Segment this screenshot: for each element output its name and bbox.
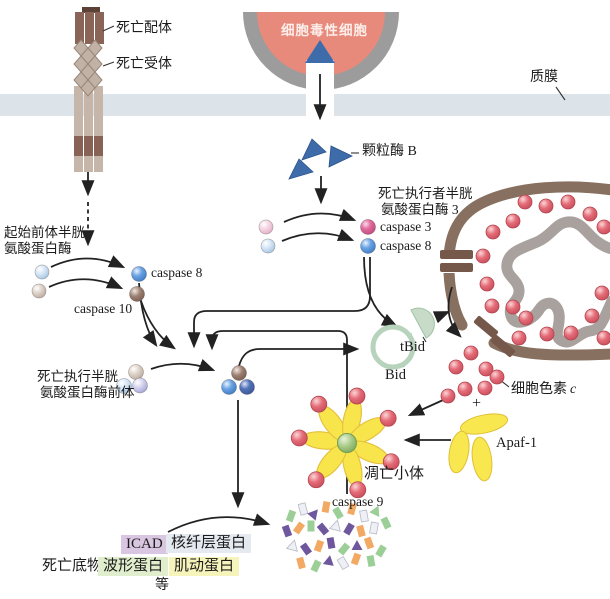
effector-procaspase-label-line2: 氨酸蛋白酶前体 — [40, 385, 135, 400]
caspase-spheres — [31, 219, 376, 395]
arrow-to-caspase3 — [283, 208, 357, 223]
tbid-label: tBid — [400, 339, 425, 355]
death-receptor-complex — [73, 7, 104, 172]
plus-sign: + — [472, 395, 482, 412]
plasma-membrane-label: 质膜 — [530, 70, 558, 85]
apaf1-label: Apaf-1 — [496, 435, 538, 451]
cytotoxic-cell-label: 细胞毒性细胞 — [281, 23, 368, 38]
apaf1-shape — [448, 413, 509, 482]
caspase9-label: caspase 9 — [332, 494, 384, 509]
effector-procaspase-label-line1: 死亡执行半胱 — [37, 369, 118, 384]
arrow-caspase8-to-tbid — [363, 256, 399, 328]
caspase8-label: caspase 8 — [151, 265, 203, 280]
arrow-to-caspase8 — [50, 255, 126, 269]
granzyme-b-label: 颗粒酶 B — [362, 144, 417, 159]
cytochrome-c-dots — [440, 194, 610, 404]
tbid-wedge — [410, 307, 435, 339]
membrane-channel-bottom — [473, 316, 516, 357]
vimentin-substrate: 波形蛋白 — [98, 557, 169, 576]
arrow-to-caspase8-granzyme — [281, 228, 355, 242]
death-ligand-label: 死亡配体 — [116, 21, 172, 36]
icad-substrate: ICAD — [121, 535, 168, 554]
arrow-caspase3-to-cluster — [187, 257, 371, 349]
caspase10-label: caspase 10 — [74, 301, 133, 316]
caspase8-granzyme-label: caspase 8 — [380, 238, 432, 253]
initiator-procaspase-label-line2: 氨酸蛋白酶 — [4, 241, 72, 256]
etc-label: 等 — [155, 578, 169, 593]
arrow-tbid-to-membrane — [432, 311, 451, 324]
arrow-substrates-to-fragments — [167, 513, 271, 533]
effector-caspase3-label-line2: 氨酸蛋白酶 3 — [381, 202, 459, 217]
granzyme-b-triangles — [288, 138, 353, 180]
arrow-caspase10-to-cluster — [140, 300, 176, 350]
caspase3-label: caspase 3 — [380, 219, 432, 234]
nuclear-lamin-substrate: 核纤层蛋白 — [166, 534, 252, 553]
arrow-caspase9-to-cluster — [205, 330, 348, 494]
death-receptor-label: 死亡受体 — [116, 57, 172, 72]
bid-ring — [370, 324, 416, 370]
actin-substrate: 肌动蛋白 — [169, 557, 240, 576]
cytochrome-c-label-text: 细胞色素 — [511, 382, 567, 397]
arrow-cytc-release — [445, 286, 462, 338]
initiator-procaspase-label-line1: 起始前体半胱 — [4, 225, 85, 240]
effector-caspase3-label-line1: 死亡执行者半胱 — [378, 186, 473, 201]
apoptosome-shape — [290, 387, 400, 499]
perforin-triangle — [305, 40, 335, 63]
mitochondrion-inner-membrane — [501, 216, 610, 348]
arrow-procaspase-to-cluster — [150, 358, 216, 372]
death-ligand-shape — [75, 12, 84, 44]
death-receptor-diamonds — [73, 39, 103, 97]
plasma-membrane-band — [0, 94, 610, 116]
cytochrome-c-label-suffix: c — [570, 382, 577, 397]
cytotoxic-cell-shape — [243, 12, 399, 116]
bid-label: Bid — [385, 367, 406, 383]
arrow-cluster-to-bid — [238, 342, 360, 367]
arrow-to-caspase10 — [48, 276, 124, 290]
death-substrates-label: 死亡底物 — [42, 558, 103, 574]
membrane-channel-top — [438, 250, 474, 273]
substrate-fragments — [281, 500, 392, 573]
apoptosome-label: 凋亡小体 — [364, 466, 425, 482]
death-ligand-cap — [82, 7, 100, 13]
